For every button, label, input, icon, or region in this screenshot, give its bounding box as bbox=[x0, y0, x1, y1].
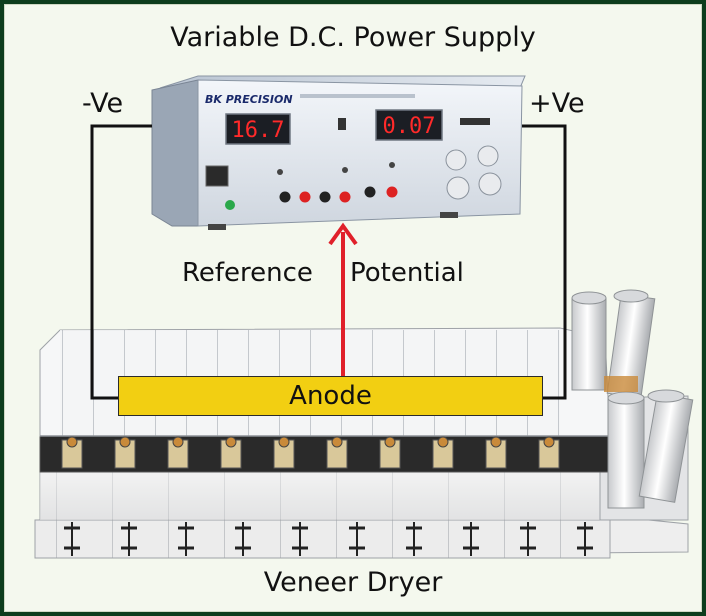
dryer-bolt bbox=[349, 522, 365, 556]
diagram-title: Variable D.C. Power Supply bbox=[170, 22, 536, 53]
dryer-bolt bbox=[520, 522, 536, 556]
roller-clamp bbox=[273, 436, 295, 469]
dryer-bolt bbox=[235, 522, 251, 556]
roller-clamp bbox=[538, 436, 560, 469]
positive-wire bbox=[522, 124, 567, 400]
current-display-value: 0.07 bbox=[383, 114, 436, 139]
roller-clamp bbox=[485, 436, 507, 469]
roller-clamp bbox=[326, 436, 348, 469]
potential-label: Potential bbox=[350, 258, 464, 288]
negative-wire bbox=[90, 124, 152, 400]
power-supply: BK PRECISION 16.7 0.07 bbox=[151, 75, 526, 230]
dryer-bolt bbox=[406, 522, 422, 556]
dryer-bolt bbox=[178, 522, 194, 556]
positive-terminal-label: +Ve bbox=[529, 88, 585, 119]
output-terminals bbox=[277, 162, 398, 203]
mode-switch bbox=[338, 118, 346, 130]
dryer-bolt bbox=[463, 522, 479, 556]
anode-label: Anode bbox=[289, 381, 372, 411]
voltage-display bbox=[225, 113, 291, 145]
dryer-bolt bbox=[577, 522, 593, 556]
reference-label: Reference bbox=[182, 258, 313, 288]
roller-clamp bbox=[167, 436, 189, 469]
roller-clamp bbox=[432, 436, 454, 469]
current-display bbox=[375, 109, 443, 141]
roller-clamp bbox=[61, 436, 83, 469]
voltage-display-value: 16.7 bbox=[232, 118, 285, 143]
reference-arrow bbox=[328, 222, 358, 376]
anode-bar: Anode bbox=[118, 376, 543, 416]
exhaust-pipes bbox=[571, 289, 694, 509]
roller-clamp bbox=[379, 436, 401, 469]
roller-clamp bbox=[220, 436, 242, 469]
negative-terminal-label: -Ve bbox=[82, 88, 124, 119]
dryer-bolt bbox=[292, 522, 308, 556]
dryer-bolt bbox=[64, 522, 80, 556]
brand-logo: BK PRECISION bbox=[205, 93, 293, 106]
dryer-bolt bbox=[121, 522, 137, 556]
dryer-label: Veneer Dryer bbox=[263, 567, 443, 598]
power-button bbox=[205, 165, 229, 187]
power-indicator bbox=[225, 200, 235, 210]
circuit-wires bbox=[90, 124, 567, 400]
control-knobs bbox=[445, 145, 502, 200]
roller-clamp bbox=[114, 436, 136, 469]
range-switch bbox=[460, 118, 490, 125]
